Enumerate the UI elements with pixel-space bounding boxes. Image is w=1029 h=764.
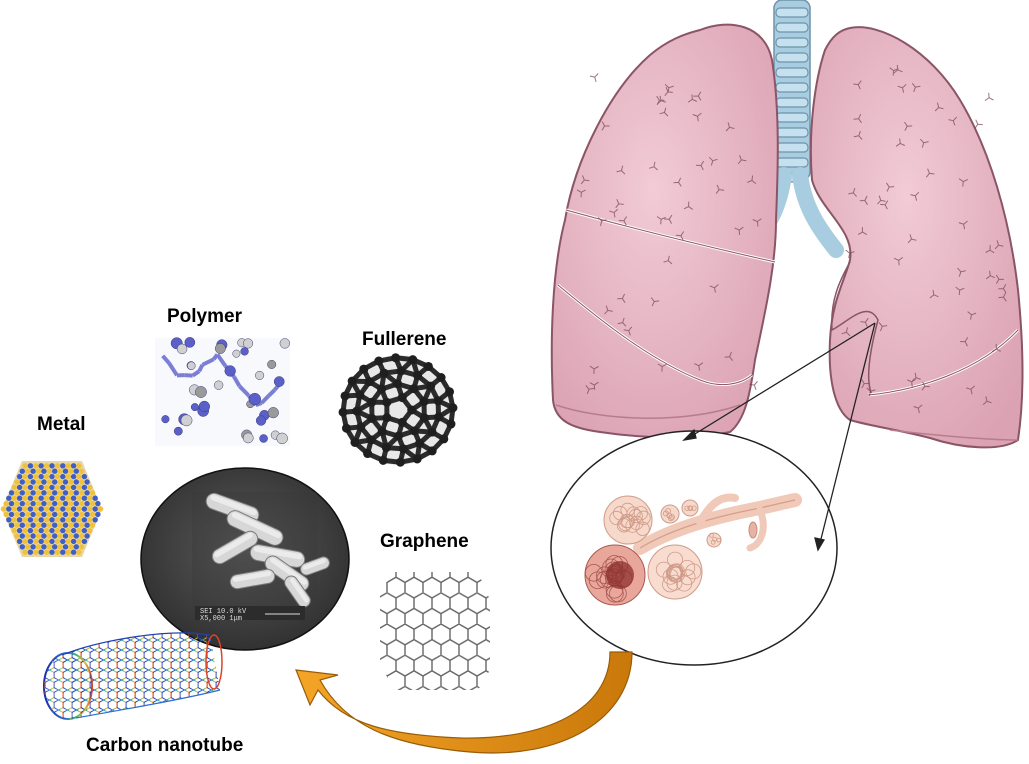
label-graphene: Graphene	[380, 531, 469, 553]
right-lung	[552, 25, 778, 438]
sem-bacteria-icon: SEI 10.0 kV X5,000 1μm	[141, 468, 349, 650]
alveoli-icon	[551, 431, 837, 665]
carbon-nanotube-icon	[44, 633, 222, 719]
sem-info-line-2: X5,000 1μm	[200, 615, 242, 623]
left-lung	[811, 27, 1023, 447]
polymer-molecule-icon	[155, 337, 290, 446]
label-metal: Metal	[37, 414, 86, 436]
lungs-icon	[552, 0, 1023, 447]
label-polymer: Polymer	[167, 306, 242, 328]
label-fullerene: Fullerene	[362, 329, 446, 351]
metal-nanoparticle-icon	[1, 461, 104, 557]
fullerene-icon	[339, 353, 458, 466]
label-carbon-nanotube: Carbon nanotube	[86, 735, 243, 757]
graphene-lattice-icon	[380, 572, 490, 690]
